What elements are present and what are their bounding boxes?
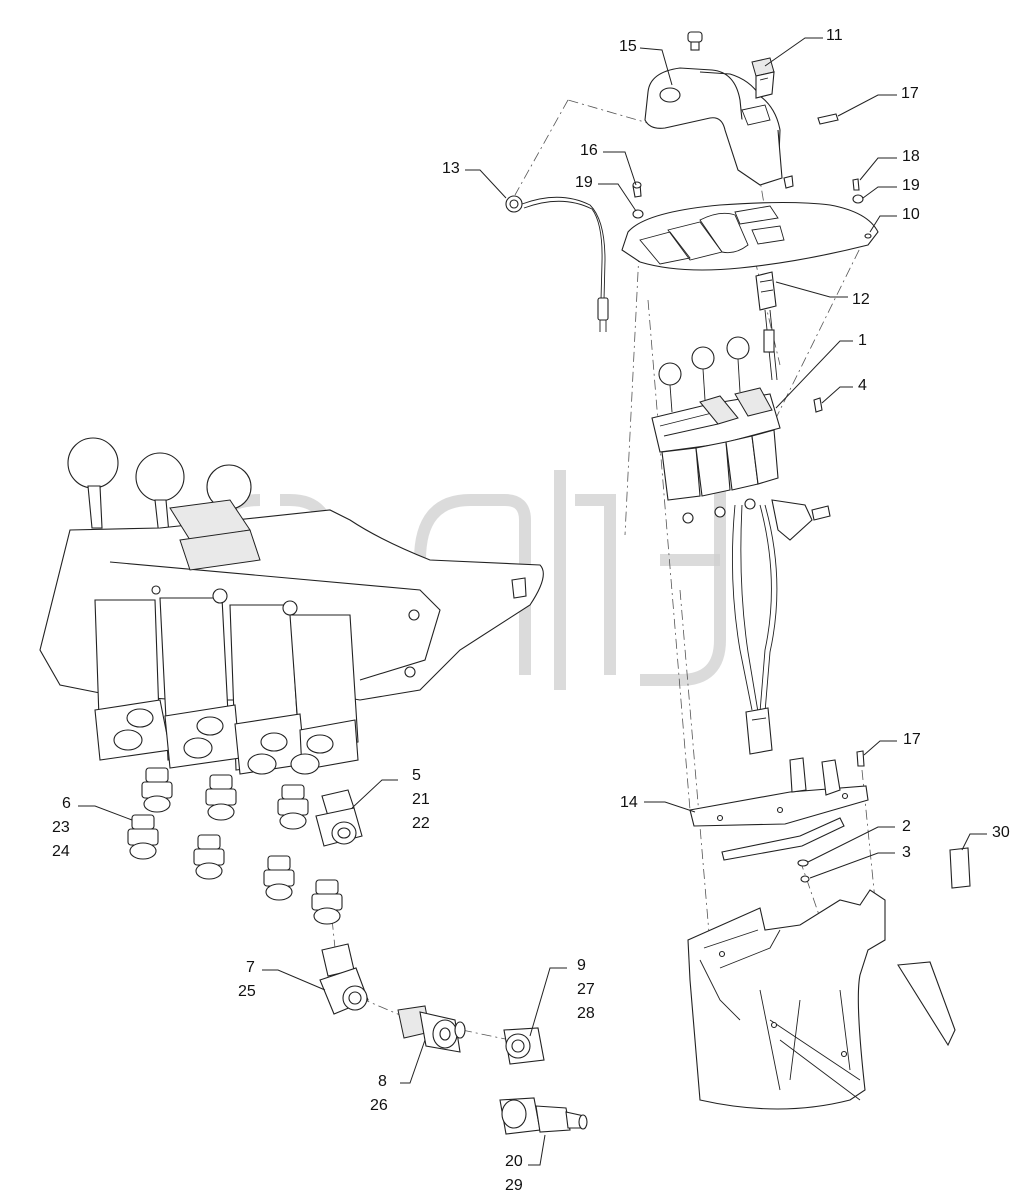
callout-labels: 15 11 17 16 13 18 19 19 10 12 1 4 17 14 … [52, 27, 1010, 1194]
screw-part-18 [852, 178, 860, 191]
screw-part-17-bottom [856, 750, 865, 767]
fittings-group [127, 767, 363, 925]
fitting-d [193, 834, 225, 880]
fitting-part-5 [315, 789, 363, 847]
callout-19-left: 19 [575, 174, 593, 191]
fitting-part-8 [397, 1005, 466, 1053]
fitting-f [263, 855, 295, 901]
leader-lines [78, 37, 987, 1166]
callout-1: 1 [858, 332, 867, 349]
callout-17-bottom: 17 [903, 731, 921, 748]
callout-12: 12 [852, 291, 870, 308]
callout-2: 2 [902, 818, 911, 835]
washer-part-19-right [852, 194, 864, 204]
cap-part-9 [503, 1027, 545, 1065]
fitting-g [311, 879, 343, 925]
callout-8: 8 26 [370, 1073, 391, 1114]
label-part-30 [949, 847, 971, 889]
elbow-part-7 [319, 943, 369, 1015]
knob-part [687, 31, 703, 51]
screw-part-17-top [817, 113, 839, 125]
callout-4: 4 [858, 377, 867, 394]
callout-17-top: 17 [901, 85, 919, 102]
callout-18: 18 [902, 148, 920, 165]
screw-small-cover [783, 175, 794, 189]
coupling-part-20 [499, 1097, 588, 1135]
screw-part-16 [632, 181, 642, 198]
callout-15: 15 [619, 38, 637, 55]
callout-7: 7 25 [238, 959, 259, 1000]
callout-3: 3 [902, 844, 911, 861]
connector-part-12 [755, 271, 778, 381]
fitting-a [141, 767, 173, 813]
callout-11: 11 [826, 27, 843, 44]
callout-13: 13 [442, 160, 460, 177]
callout-10: 10 [902, 206, 920, 223]
harness-part-13 [505, 195, 609, 332]
washer-part-2 [797, 859, 809, 867]
washer-part-19-left [632, 209, 644, 219]
switch-part-11 [751, 57, 775, 99]
bracket-part-14 [689, 757, 869, 861]
plate-part-10 [621, 201, 879, 271]
nut-part-3 [800, 875, 810, 883]
callout-19-right: 19 [902, 177, 920, 194]
joystick-assembly-part-1 [651, 336, 831, 755]
fitting-e [277, 784, 309, 830]
callout-30: 30 [992, 824, 1010, 841]
console-housing [687, 889, 956, 1110]
fitting-c [205, 774, 237, 821]
fitting-b [127, 814, 159, 860]
callout-6: 6 23 24 [52, 795, 75, 860]
screw-part-4 [813, 397, 823, 413]
callout-14: 14 [620, 794, 638, 811]
callout-16: 16 [580, 142, 598, 159]
callout-9: 9 27 28 [577, 957, 599, 1022]
callout-20: 20 29 [505, 1153, 527, 1194]
callout-5: 5 21 22 [412, 767, 434, 832]
large-joystick-view [39, 437, 544, 775]
